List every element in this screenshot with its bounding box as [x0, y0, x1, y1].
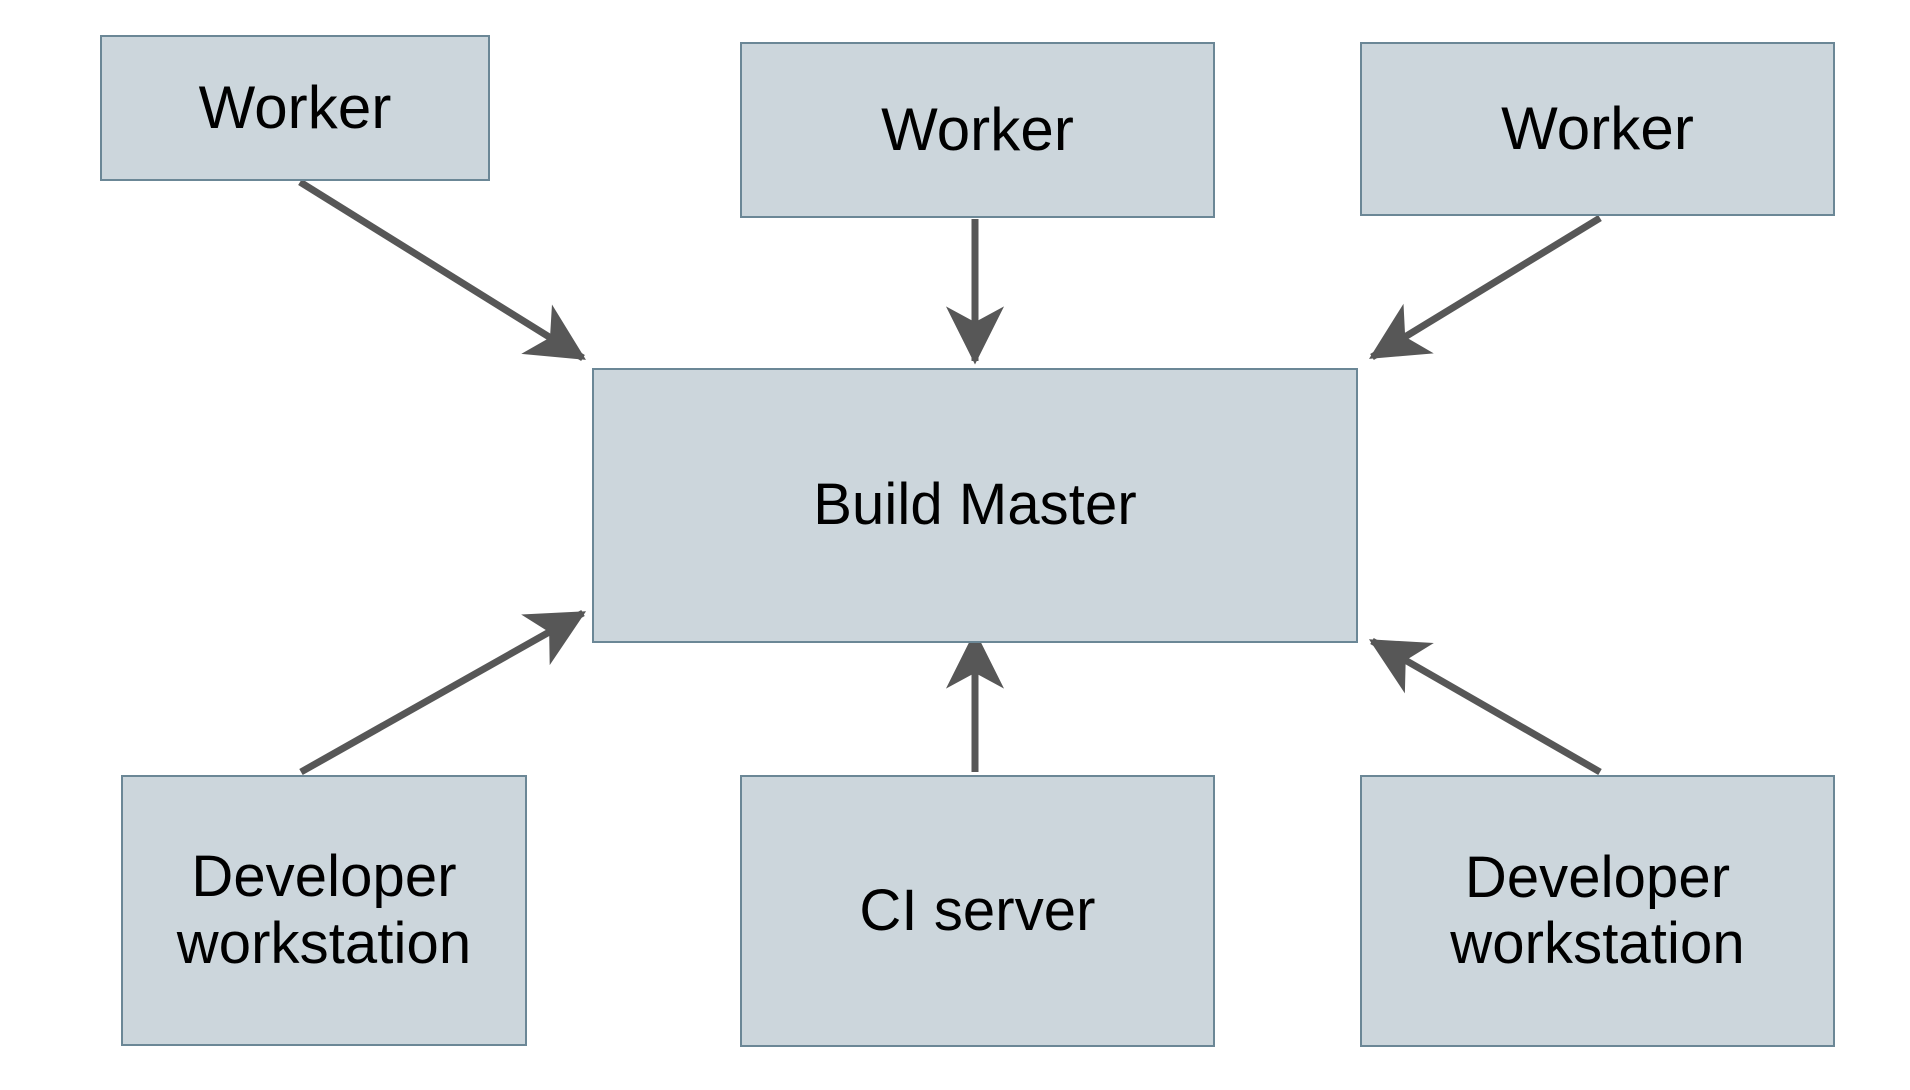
- node-ci-server[interactable]: CI server: [740, 775, 1215, 1047]
- node-worker-3-label: Worker: [1501, 94, 1694, 162]
- node-build-master-label: Build Master: [813, 472, 1137, 538]
- node-worker-3[interactable]: Worker: [1360, 42, 1835, 216]
- node-worker-1-label: Worker: [198, 73, 392, 141]
- node-ci-server-label: CI server: [859, 877, 1096, 943]
- node-worker-2-label: Worker: [881, 95, 1074, 163]
- edge-dev-workstation-left-to-build-master: [299, 609, 587, 776]
- node-worker-2[interactable]: Worker: [740, 42, 1215, 218]
- edge-dev-workstation-right-to-build-master: [1368, 637, 1602, 776]
- node-dev-workstation-left[interactable]: Developer workstation: [121, 775, 527, 1046]
- edge-worker-3-to-build-master: [1369, 215, 1602, 360]
- node-dev-workstation-right-label: Developer workstation: [1450, 844, 1745, 976]
- node-dev-workstation-left-label: Developer workstation: [176, 844, 472, 976]
- node-worker-1[interactable]: Worker: [100, 35, 490, 181]
- node-build-master[interactable]: Build Master: [592, 368, 1358, 643]
- edge-worker-1-to-build-master: [298, 179, 586, 361]
- node-dev-workstation-right[interactable]: Developer workstation: [1360, 775, 1835, 1047]
